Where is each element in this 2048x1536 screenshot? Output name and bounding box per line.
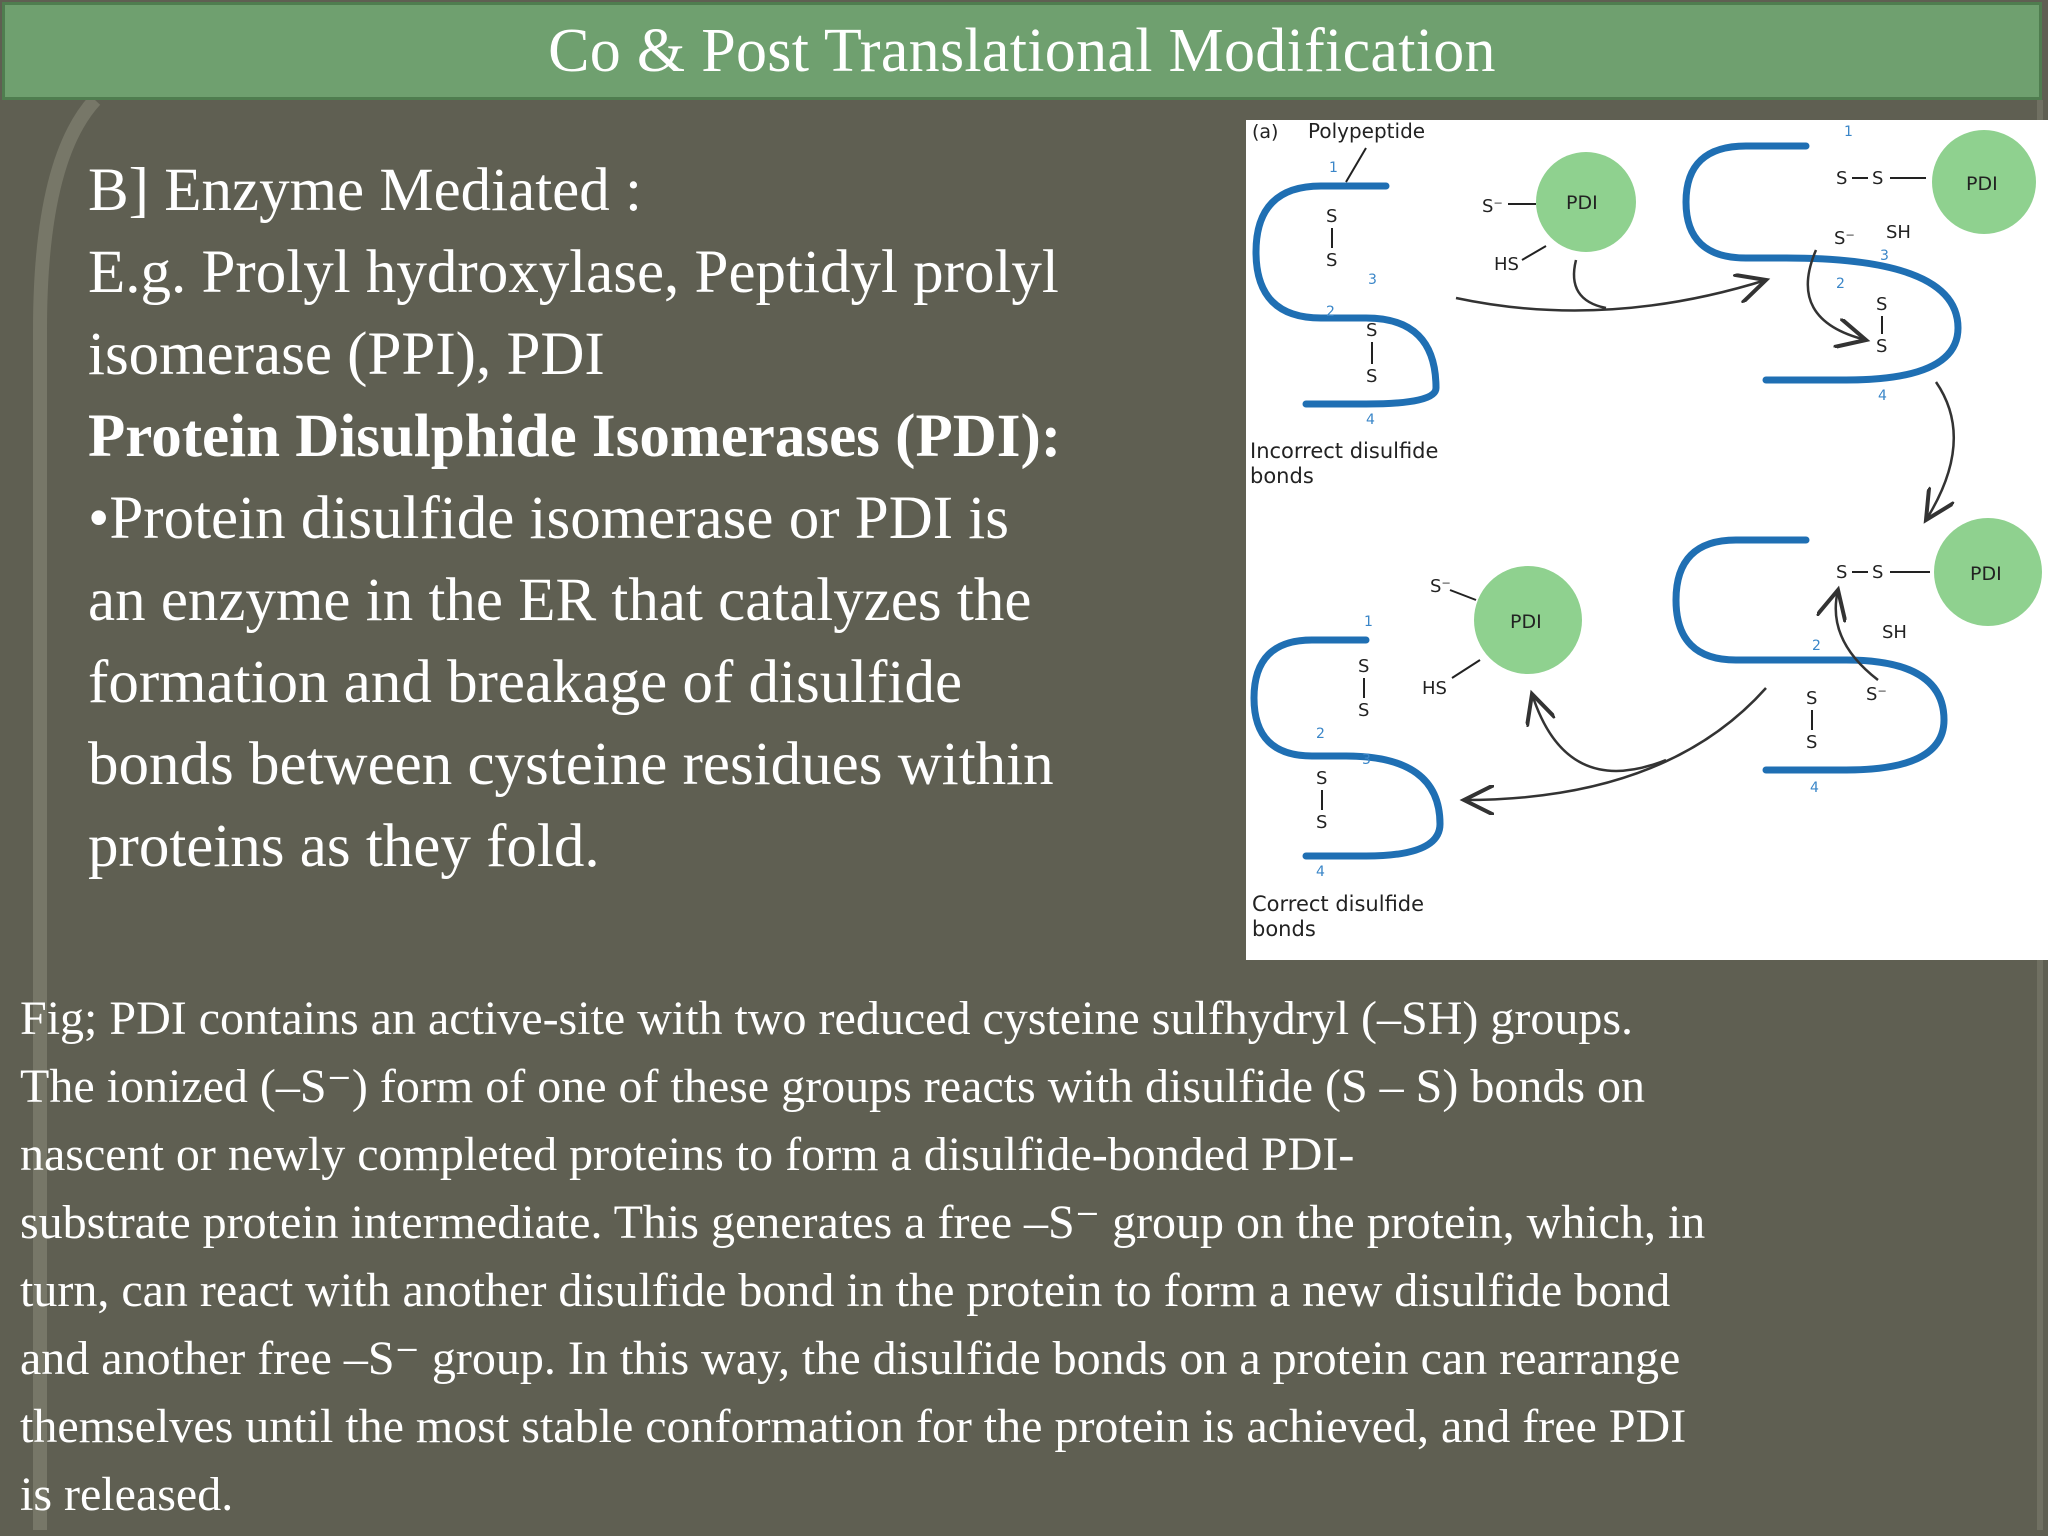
residue-number: 2 [1326,304,1335,320]
residue-number: 3 [1880,248,1889,264]
sulfur-label: S [1316,812,1327,833]
residue-number: 1 [1364,614,1373,630]
thiol-label: SH [1882,622,1907,643]
body-line-6: an enzyme in the ER that catalyzes the [88,567,1032,634]
thiol-label: HS [1494,254,1519,275]
residue-number: 4 [1316,864,1325,880]
panel-label: (a) [1252,121,1278,143]
sulfur-label: S [1366,320,1377,341]
incorrect-structure: 1 S S 2 3 S S 4 [1252,160,1440,428]
bullet-icon: • [88,485,110,552]
residue-number: 3 [1362,752,1371,768]
rearranged-intermediate-structure: S S PDI SH 2 S S 4 S⁻ [1672,518,2042,796]
caption-line-6: and another free –S⁻ group. In this way,… [20,1332,1681,1385]
attack-arrow [1836,590,1879,681]
sulfur-label: S [1366,366,1377,387]
caption-line-3: nascent or newly completed proteins to f… [20,1128,1355,1181]
sulfur-label: S [1316,768,1327,789]
sulfur-label: S [1836,168,1847,189]
body-line-definition: Protein disulfide isomerase or PDI is [109,485,1009,552]
residue-number: 4 [1366,412,1375,428]
sulfur-label: S [1326,206,1337,227]
reaction-arrow [1455,280,1766,312]
thiolate-label: S⁻ [1430,576,1451,597]
body-text: B] Enzyme Mediated : E.g. Prolyl hydroxy… [88,150,1208,888]
thiolate-label: S⁻ [1482,196,1503,217]
thiol-label: HS [1422,678,1447,699]
thiolate-label: S⁻ [1866,684,1887,705]
incorrect-bonds-label: Incorrect disulfide [1250,439,1438,463]
polypeptide-label: Polypeptide [1308,120,1425,143]
residue-number: 2 [1812,638,1821,654]
body-line-9: proteins as they fold. [88,813,600,880]
pdi-heading: Protein Disulphide Isomerases (PDI): [88,403,1062,470]
pdi-intermediate-structure: 1 S S PDI SH S⁻ 2 3 S S 4 [1682,124,2036,404]
figure-caption: Fig; PDI contains an active-site with tw… [20,985,2030,1529]
sulfur-label: S [1806,732,1817,753]
body-line-7: formation and breakage of disulfide [88,649,963,716]
pdi-label: PDI [1566,192,1598,214]
pdi-label: PDI [1510,611,1542,633]
sulfur-label: S [1806,688,1817,709]
pdi-mechanism-figure: (a) Polypeptide 1 S S 2 3 S S 4 Incorrec… [1246,120,2048,960]
caption-line-1: Fig; PDI contains an active-site with tw… [20,992,1634,1045]
body-line-8: bonds between cysteine residues within [88,731,1054,798]
correct-bonds-label-cont: bonds [1252,917,1316,941]
body-line-examples-cont: isomerase (PPI), PDI [88,321,605,388]
subheading-enzyme-mediated: B] Enzyme Mediated : [88,157,642,224]
pdi-enzyme-circle [1934,518,2042,626]
correct-structure: 1 S S 3 2 S S 4 [1250,614,1444,880]
residue-number: 2 [1836,276,1845,292]
residue-number: 1 [1844,124,1853,140]
polypeptide-pointer [1345,147,1367,183]
thiolate-label: S⁻ [1834,228,1855,249]
sulfur-label: S [1872,562,1883,583]
pdi-label: PDI [1970,563,2002,585]
pdi-bond-line [1451,659,1481,679]
title-bar: Co & Post Translational Modification [2,2,2042,100]
pdi-release-arrow [1532,694,1667,773]
sulfur-label: S [1876,294,1887,315]
caption-line-8: is released. [20,1468,234,1521]
caption-line-5: turn, can react with another disulfide b… [20,1264,1671,1317]
sulfur-label: S [1872,168,1883,189]
pdi-enzyme-circle [1474,566,1582,674]
residue-number: 1 [1329,160,1338,176]
sulfur-label: S [1358,656,1369,677]
body-line-examples: E.g. Prolyl hydroxylase, Peptidyl prolyl [88,239,1059,306]
sulfur-label: S [1836,562,1847,583]
caption-line-7: themselves until the most stable conform… [20,1400,1687,1453]
slide-title: Co & Post Translational Modification [548,16,1496,85]
thiol-label: SH [1886,222,1911,243]
sulfur-label: S [1358,700,1369,721]
sulfur-label: S [1876,336,1887,357]
residue-number: 4 [1810,780,1819,796]
residue-number: 2 [1316,726,1325,742]
pdi-bond-line [1449,589,1477,601]
pdi-enzyme-circle [1536,152,1636,252]
residue-number: 4 [1878,388,1887,404]
caption-line-4: substrate protein intermediate. This gen… [20,1196,1706,1249]
pdi-enzyme-circle [1932,130,2036,234]
pdi-label: PDI [1966,173,1998,195]
reaction-arrow [1464,687,1767,800]
attack-arrow [1806,249,1866,340]
bullet-line: •Protein disulfide isomerase or PDI is [88,478,1208,560]
incorrect-bonds-label-cont: bonds [1250,464,1314,488]
correct-bonds-label: Correct disulfide [1252,892,1424,916]
residue-number: 3 [1368,272,1377,288]
reaction-arrow-curve [1572,259,1607,310]
caption-line-2: The ionized (–S⁻) form of one of these g… [20,1060,1646,1113]
sulfur-label: S [1326,250,1337,271]
reaction-arrow [1926,381,1956,520]
pdi-bond-line [1521,245,1547,261]
